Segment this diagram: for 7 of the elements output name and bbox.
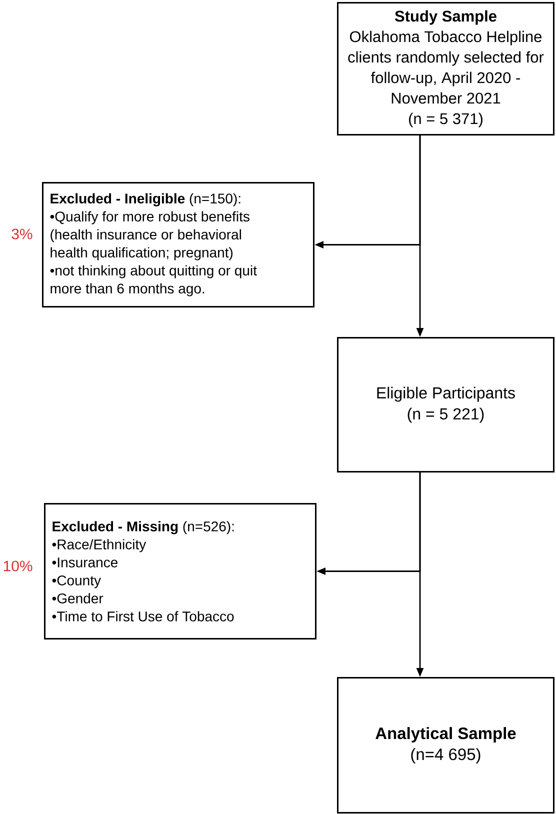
process-box: Study Sample Oklahoma Tobacco Helpline clients randomly selected for follow-up, April 2020 - November 2021 (n = 5 371) [337,2,554,136]
percent-label: 10% [4,560,32,572]
exclusion-box: Excluded - Missing (n=526): •Race/Ethnicity •Insurance •County •Gender •Time to First Use of Tobacco [44,503,316,640]
process-box: Eligible Participants (n = 5 221) [337,337,554,472]
exclusion-box: Excluded - Ineligible (n=150): •Qualify for more robust benefits (health insurance or behavioral health qualification; pregnant) •not thinking about quitting or quit more than 6 months ago. [42,182,314,308]
percent-label: 3% [12,228,32,240]
process-box: Analytical Sample (n=4 695) [337,677,554,814]
